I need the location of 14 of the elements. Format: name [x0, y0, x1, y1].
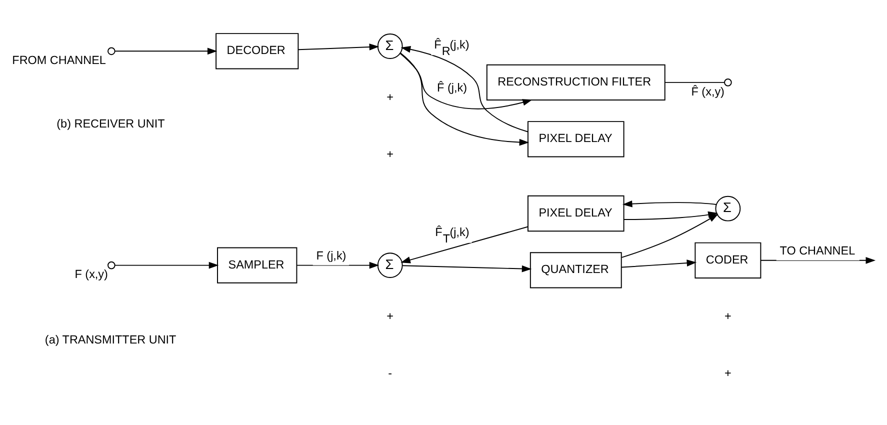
- edge-label: F̂ (j,k): [437, 81, 467, 94]
- label: +: [386, 310, 394, 324]
- label: +: [386, 91, 394, 104]
- label: +: [724, 366, 732, 380]
- label: +: [386, 148, 394, 161]
- node-label: F̂ (x,y): [691, 85, 724, 98]
- edge-label: F (j,k): [316, 250, 346, 263]
- label: (b) RECEIVER UNIT: [56, 118, 165, 131]
- node-label: FROM CHANNEL: [12, 54, 106, 67]
- node-label: F (x,y): [74, 268, 108, 282]
- label: -: [388, 366, 392, 380]
- label: (a) TRANSMITTER UNIT: [44, 334, 176, 347]
- edge-label: TO CHANNEL: [780, 244, 856, 258]
- label: +: [724, 310, 732, 324]
